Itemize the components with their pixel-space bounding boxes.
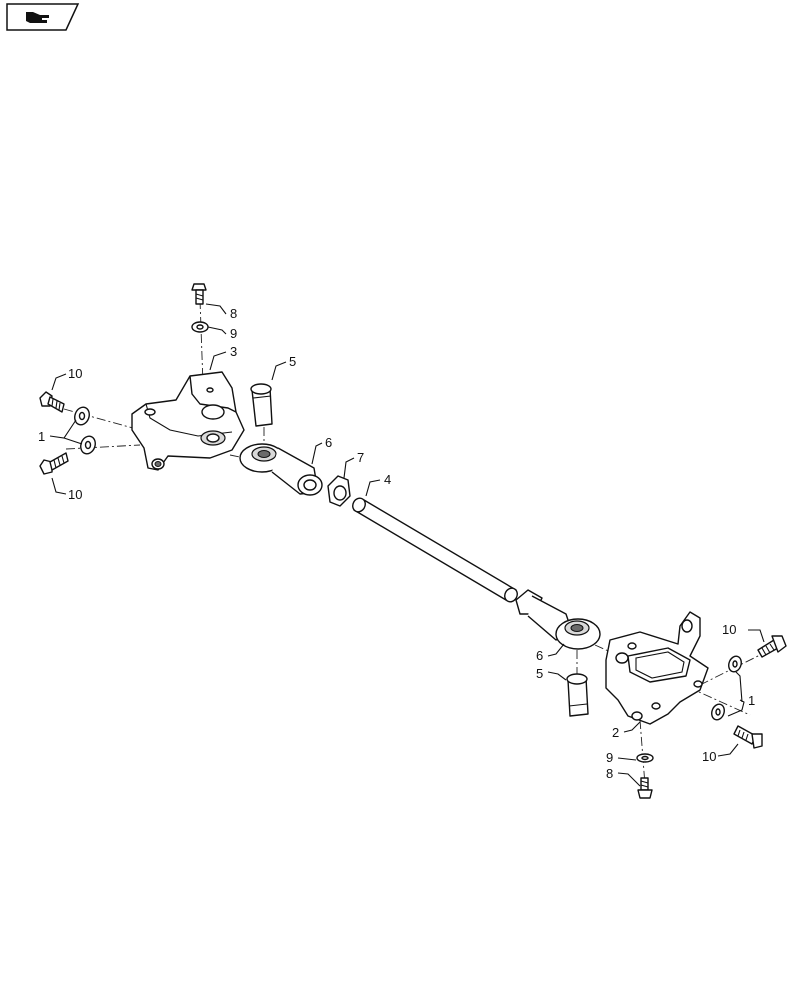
callout-6-bot: 6 bbox=[536, 648, 543, 663]
washer-1-right bbox=[711, 655, 742, 721]
callout-10-a: 10 bbox=[68, 366, 82, 381]
rod-end-6-top bbox=[239, 443, 323, 496]
bolt-10-right-lower bbox=[733, 725, 763, 749]
callout-6-top: 6 bbox=[325, 435, 332, 450]
bolt-10-left-upper bbox=[39, 391, 65, 413]
bolt-8-bottom bbox=[637, 777, 653, 799]
bushing-5-bottom bbox=[566, 673, 589, 717]
bracket-3 bbox=[131, 371, 245, 471]
leader-lines bbox=[49, 303, 765, 787]
callout-3: 3 bbox=[230, 344, 237, 359]
callout-8-bot: 8 bbox=[606, 766, 613, 781]
callout-9-bot: 9 bbox=[606, 750, 613, 765]
callout-5-bot: 5 bbox=[536, 666, 543, 681]
callout-10-b: 10 bbox=[68, 487, 82, 502]
callout-9-top: 9 bbox=[230, 326, 237, 341]
callout-10-c: 10 bbox=[722, 622, 736, 637]
callout-8-top: 8 bbox=[230, 306, 237, 321]
bushing-5-top bbox=[250, 383, 273, 427]
washer-9-top bbox=[191, 321, 209, 333]
rod-4 bbox=[352, 497, 518, 603]
callout-10-d: 10 bbox=[702, 749, 716, 764]
washer-1-left bbox=[74, 406, 96, 455]
bolt-10-left-lower bbox=[39, 452, 69, 475]
callout-4: 4 bbox=[384, 472, 391, 487]
callout-2: 2 bbox=[612, 725, 619, 740]
callout-1-right: 1 bbox=[748, 693, 755, 708]
callout-5-top: 5 bbox=[289, 354, 296, 369]
bolt-8-top bbox=[191, 283, 207, 305]
washer-9-bottom bbox=[636, 753, 654, 763]
rod-end-6-bottom bbox=[515, 589, 601, 650]
callout-1-left: 1 bbox=[38, 429, 45, 444]
nut-7 bbox=[327, 475, 351, 507]
bolt-10-right-upper bbox=[757, 635, 787, 658]
callout-7: 7 bbox=[357, 450, 364, 465]
callout-labels: 8 9 3 5 10 1 10 6 7 4 10 6 5 1 2 10 9 8 bbox=[38, 306, 755, 781]
hand-pointing-icon[interactable] bbox=[6, 3, 80, 31]
bracket-2 bbox=[605, 611, 709, 725]
